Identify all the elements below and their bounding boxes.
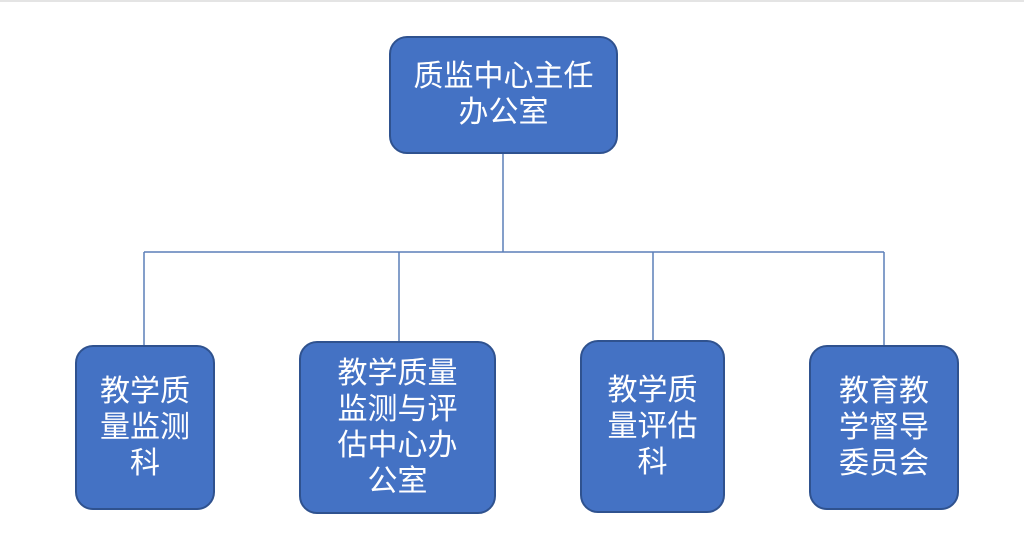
org-node-label: 教学质量监测与评估中心办公室 <box>337 355 458 499</box>
top-divider <box>0 0 1024 2</box>
org-node-supervision-committee: 教育教学督导委员会 <box>809 345 959 510</box>
org-node-label: 教学质量评估科 <box>607 372 698 480</box>
org-node-label: 教育教学督导委员会 <box>839 373 929 481</box>
org-node-teaching-quality-monitoring: 教学质量监测科 <box>75 345 215 510</box>
org-node-root-label: 质监中心主任办公室 <box>413 59 594 130</box>
org-node-monitoring-evaluation-office: 教学质量监测与评估中心办公室 <box>299 341 496 514</box>
org-node-teaching-quality-evaluation: 教学质量评估科 <box>580 340 725 513</box>
org-node-root: 质监中心主任办公室 <box>389 36 618 154</box>
org-node-label: 教学质量监测科 <box>100 373 190 481</box>
